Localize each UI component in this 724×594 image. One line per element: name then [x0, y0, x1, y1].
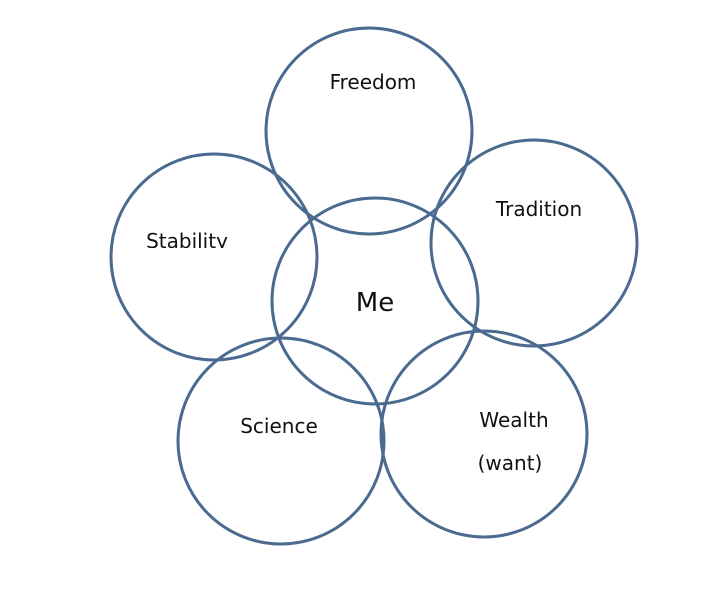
- stability-circle: [109, 152, 319, 362]
- wealth-circle: [379, 329, 589, 539]
- wealth-label: Wealth: [479, 408, 548, 432]
- science-label: Science: [240, 414, 318, 438]
- tradition-label: Tradition: [495, 197, 582, 221]
- science-circle: [176, 336, 386, 546]
- me-circle: [270, 196, 480, 406]
- freedom-circle: [264, 26, 474, 236]
- wealth-sublabel: (want): [478, 451, 543, 475]
- freedom-label: Freedom: [330, 70, 417, 94]
- stability-label: Stability: [146, 229, 228, 253]
- me-label: Me: [356, 288, 394, 318]
- tradition-circle: [429, 138, 639, 348]
